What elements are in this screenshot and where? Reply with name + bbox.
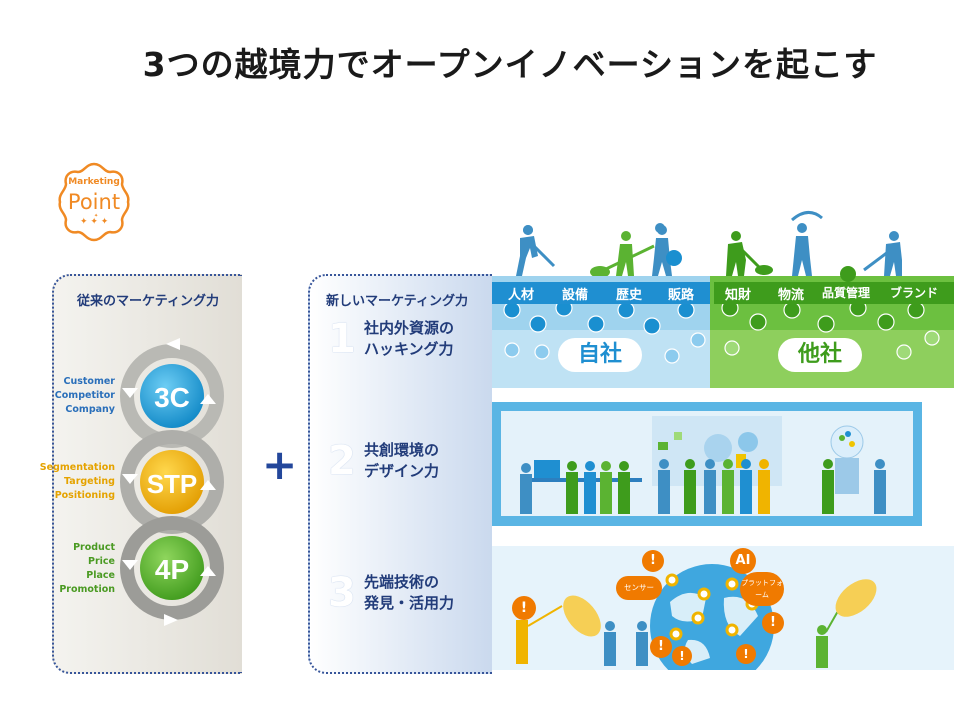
people-icon [604, 621, 648, 666]
3c-items: Customer Competitor Company [55, 375, 115, 417]
item-line: ハッキング力 [364, 340, 454, 358]
badge-top-text: Marketing [68, 177, 120, 187]
item-number: 3 [328, 570, 356, 616]
resource-tag: ブランド [889, 286, 938, 300]
new-marketing-item-3: 3 先端技術の発見・活用力 [328, 570, 454, 616]
alert-bubble: ! [736, 644, 756, 664]
new-marketing-heading: 新しいマーケティング力 [326, 294, 468, 309]
world-map-screen-icon [652, 416, 782, 486]
stp-item: Segmentation [39, 462, 115, 473]
stp-items: Segmentation Targeting Positioning [40, 461, 115, 503]
new-marketing-item-1: 1 社内外資源のハッキング力 [328, 316, 454, 362]
cycle-label-stp: STP [147, 469, 198, 499]
alert-bubble: ! [650, 636, 672, 658]
cycle-label-4p: 4P [155, 554, 189, 585]
plus-sign: + [262, 440, 298, 489]
own-tags-bar [492, 282, 710, 304]
item-line: デザイン力 [364, 462, 440, 480]
item-line: 共創環境の [364, 441, 440, 459]
svg-text:✦: ✦ [94, 213, 98, 219]
new-marketing-panel: 新しいマーケティング力 1 社内外資源のハッキング力 2 共創環境のデザイン力 … [308, 274, 492, 674]
sparkle-icon: ✦ ✦ ✦ [80, 217, 109, 227]
worker-figures-icon [523, 211, 902, 282]
arrow-down-icon [122, 474, 138, 484]
arrow-up-icon [200, 394, 216, 404]
alert-bubble: ! [512, 596, 536, 620]
own-company-label: 自社 [558, 338, 642, 372]
item-line: 社内外資源の [364, 319, 455, 337]
other-resources-dots [721, 299, 940, 360]
cycle-label-3c: 3C [154, 382, 190, 413]
sphere-display-icon [830, 425, 864, 494]
flower-badge-icon: ✦ [58, 162, 130, 242]
own-resources-dots [503, 299, 706, 364]
tech-discovery-illustration: ! AI センサー プラットフォーム ! ! ! ! ! [492, 546, 954, 670]
people-group-icon [520, 459, 886, 514]
4p-item: Promotion [59, 584, 115, 595]
arrow-down-icon [122, 388, 138, 398]
marketing-cycle-diagram: 3C STP 4P [120, 338, 224, 626]
platform-bubble: プラットフォーム [740, 572, 784, 606]
cycle-ring-4p [120, 516, 224, 620]
resource-hacking-illustration: 人材 設備 歴史 販路 知財 物流 品質管理 ブランド 自社 他社 [492, 210, 954, 388]
alert-bubble: ! [762, 612, 784, 634]
stp-item: Targeting [64, 476, 115, 487]
resource-tag: 販路 [667, 288, 694, 303]
item-number: 2 [328, 438, 356, 484]
digging-people-icon [516, 225, 672, 278]
3c-item: Competitor [54, 390, 115, 401]
item-line: 発見・活用力 [364, 594, 455, 612]
butterfly-net-right-icon [816, 579, 877, 668]
resource-tag: 設備 [561, 288, 588, 303]
stp-item: Positioning [54, 490, 115, 501]
resource-tag: 品質管理 [821, 286, 870, 300]
page-title: 3つの越境力でオープンイノベーションを起こす [142, 45, 878, 84]
alert-bubble: ! [642, 550, 664, 572]
3c-item: Company [65, 404, 115, 415]
3c-item: Customer [63, 376, 116, 387]
traditional-marketing-heading: 従来のマーケティング力 [77, 294, 219, 309]
4p-items: Product Price Place Promotion [59, 541, 115, 597]
other-company-label: 他社 [778, 338, 862, 372]
4p-item: Price [88, 556, 115, 567]
sensor-bubble: センサー [616, 576, 662, 600]
arrow-down-icon [122, 560, 138, 570]
resource-tag: 歴史 [615, 288, 642, 303]
arrow-left-icon [166, 338, 180, 350]
alert-bubble: ! [672, 646, 692, 666]
co-creation-illustration [492, 402, 922, 526]
badge-main-text: Point [67, 190, 121, 214]
item-number: 1 [328, 316, 356, 362]
marketing-point-badge: ✦ Marketing Point ✦ ✦ ✦ [52, 160, 132, 242]
other-tags-bar [714, 282, 954, 304]
4p-item: Place [86, 570, 115, 581]
arrow-up-icon [200, 480, 216, 490]
butterfly-net-left-icon [516, 595, 601, 664]
resource-tag: 人材 [507, 288, 534, 303]
4p-item: Product [73, 542, 115, 553]
item-line: 先端技術の [364, 573, 440, 591]
arrow-right-icon [164, 614, 178, 626]
resource-tag: 知財 [724, 288, 751, 303]
ai-bubble: AI [730, 548, 756, 574]
resource-tag: 物流 [777, 288, 804, 303]
arrow-up-icon [200, 566, 216, 576]
new-marketing-item-2: 2 共創環境のデザイン力 [328, 438, 439, 484]
